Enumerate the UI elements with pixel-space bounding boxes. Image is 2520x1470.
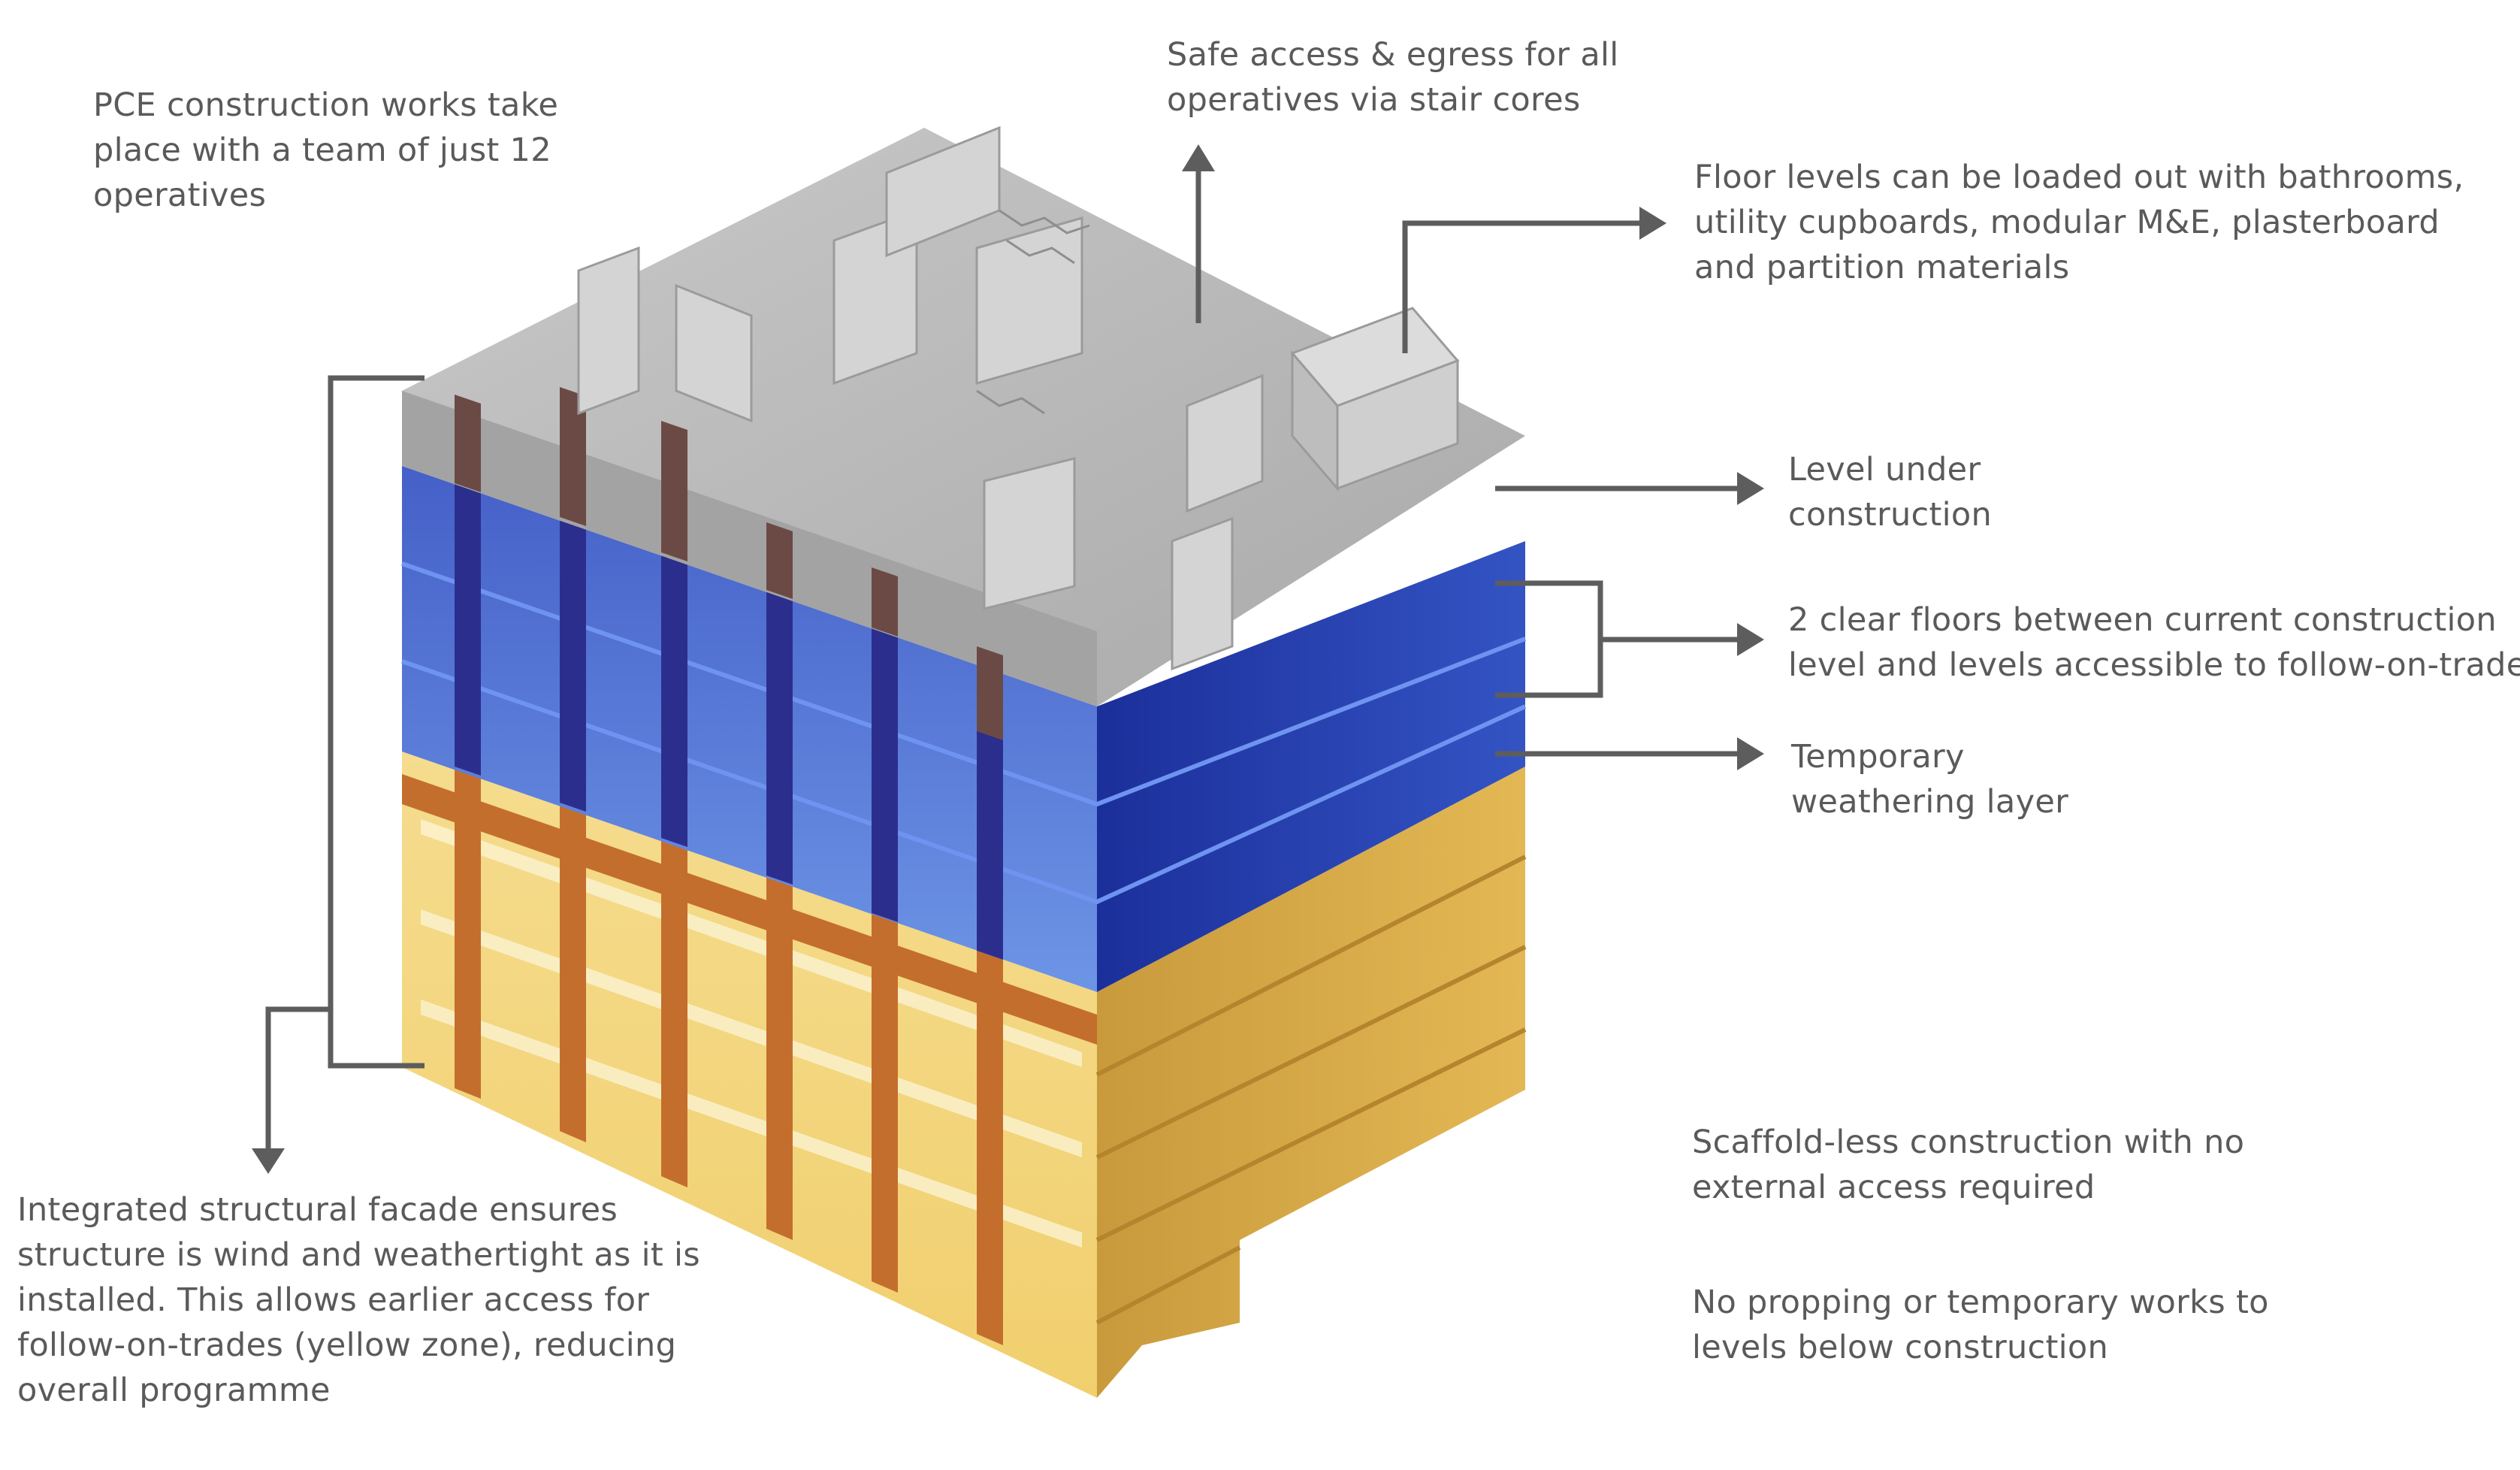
arrow-right-icon <box>1737 472 1764 505</box>
callout-arrows <box>265 154 1751 1161</box>
arrow-right-icon <box>1639 207 1666 240</box>
annotation-scaffold: Scaffold-less construction with no exter… <box>1692 1124 2245 1206</box>
facade-brick-columns <box>402 767 1097 1345</box>
annotation-facade: Integrated structural facade ensures str… <box>17 1191 700 1409</box>
arrow-heads <box>252 144 1764 1174</box>
annotation-team: PCE construction works take place with a… <box>93 86 559 214</box>
annotation-loading: Floor levels can be loaded out with bath… <box>1694 159 2464 286</box>
concrete-deck <box>402 126 1525 740</box>
arrow-right-icon <box>1737 623 1764 656</box>
arrow-up-icon <box>1182 144 1215 171</box>
blue-columns <box>455 481 1003 960</box>
blue-zone <box>401 466 1527 992</box>
arrow-down-icon <box>252 1148 285 1174</box>
annotation-propping: No propping or temporary works to levels… <box>1692 1284 2269 1366</box>
stair-core <box>976 209 1090 415</box>
arrow-right-icon <box>1737 737 1764 770</box>
annotation-clear-floors: 2 clear floors between current construct… <box>1788 601 2520 684</box>
annotation-access: Safe access & egress for all operatives … <box>1167 36 1619 119</box>
concrete-walls <box>577 126 1264 671</box>
module-box <box>1290 307 1460 492</box>
annotation-weathering: Temporary weathering layer <box>1791 738 2069 821</box>
brick-parapet-columns <box>455 387 1003 740</box>
yellow-floor-slabs <box>1095 854 1527 1325</box>
annotation-level-under: Level under construction <box>1788 451 1993 534</box>
